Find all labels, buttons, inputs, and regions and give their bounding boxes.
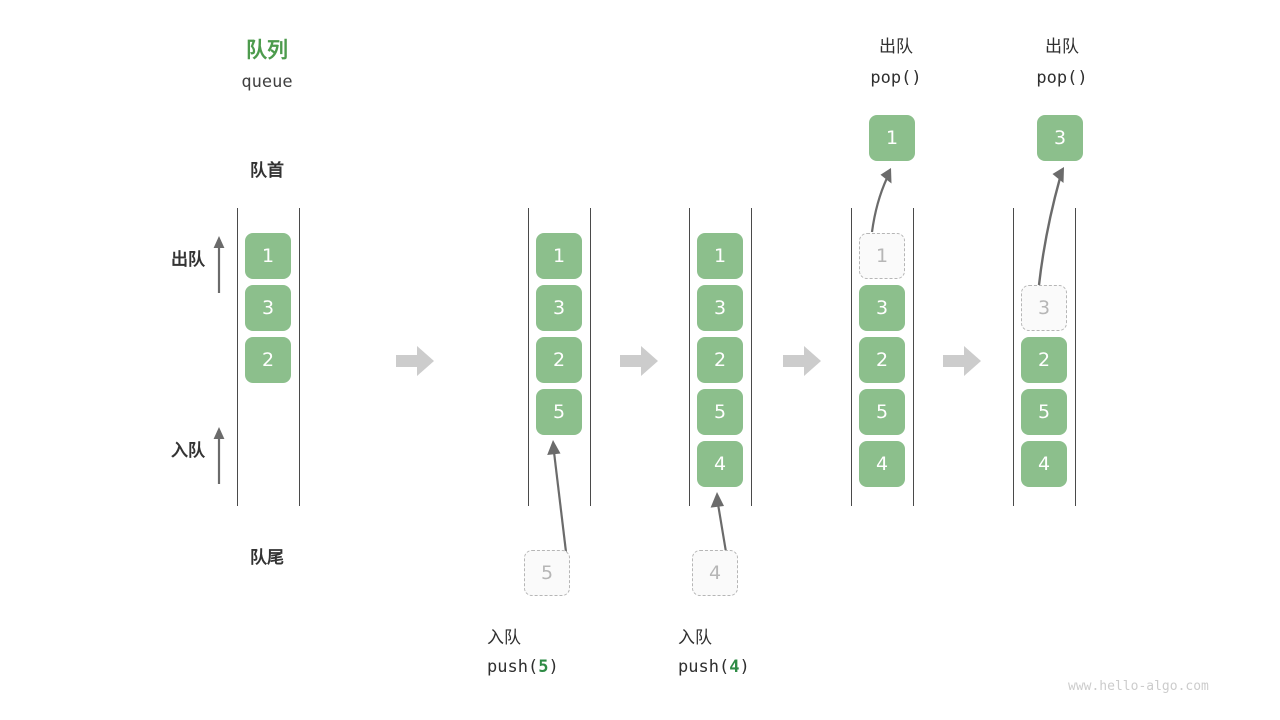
queue-rail-right xyxy=(751,208,752,506)
site-watermark: www.hello-algo.com xyxy=(1068,679,1209,694)
pop-3-label-cn: 出队 xyxy=(1045,37,1079,57)
push-4-arrow-icon xyxy=(710,492,728,553)
pop-3-popped-cell: 3 xyxy=(1037,115,1083,161)
push-4-code-arg: 4 xyxy=(729,657,740,677)
pop-1-code: pop() xyxy=(870,68,922,88)
rear-label: 队尾 xyxy=(250,548,284,568)
push-4-code: push(4) xyxy=(678,657,838,677)
queue-rail-left xyxy=(237,208,238,506)
push-5-code: push(5) xyxy=(487,657,647,677)
queue-cell-ghost: 3 xyxy=(1021,285,1067,331)
step-arrow-icon xyxy=(620,346,658,376)
push-4-code-suffix: ) xyxy=(739,657,750,677)
queue-rail-right xyxy=(299,208,300,506)
queue-cell: 3 xyxy=(697,285,743,331)
queue-rail-right xyxy=(590,208,591,506)
queue-cell: 2 xyxy=(1021,337,1067,383)
queue-rail-left xyxy=(689,208,690,506)
push-5-code-prefix: push( xyxy=(487,657,539,677)
front-label: 队首 xyxy=(250,161,284,181)
queue-cell: 1 xyxy=(536,233,582,279)
pop-3-arrow-icon xyxy=(1037,167,1064,286)
queue-title-cn: 队列 xyxy=(246,38,288,62)
enqueue-side-label: 入队 xyxy=(171,441,205,461)
queue-cell: 4 xyxy=(859,441,905,487)
queue-cell: 1 xyxy=(245,233,291,279)
queue-cell: 3 xyxy=(245,285,291,331)
push-5-code-arg: 5 xyxy=(538,657,549,677)
pop-1-popped-cell: 1 xyxy=(869,115,915,161)
dequeue-direction-arrow-icon xyxy=(213,236,225,293)
pop-1-label-cn: 出队 xyxy=(879,37,913,57)
push-4-label-cn: 入队 xyxy=(678,628,712,648)
queue-cell: 5 xyxy=(536,389,582,435)
queue-rail-left xyxy=(1013,208,1014,506)
push-5-arrow-icon xyxy=(547,440,568,553)
push-5-code-suffix: ) xyxy=(548,657,559,677)
queue-cell: 2 xyxy=(859,337,905,383)
dequeue-side-label: 出队 xyxy=(171,250,205,270)
push-5-label-cn: 入队 xyxy=(487,628,521,648)
push-4-ghost-cell: 4 xyxy=(692,550,738,596)
queue-cell: 5 xyxy=(859,389,905,435)
queue-cell: 2 xyxy=(245,337,291,383)
enqueue-direction-arrow-icon xyxy=(213,427,225,484)
queue-title-code: queue xyxy=(241,72,293,92)
queue-cell: 2 xyxy=(697,337,743,383)
step-arrow-icon xyxy=(396,346,434,376)
queue-cell: 2 xyxy=(536,337,582,383)
push-4-code-prefix: push( xyxy=(678,657,730,677)
queue-cell: 5 xyxy=(697,389,743,435)
queue-rail-right xyxy=(1075,208,1076,506)
queue-cell: 5 xyxy=(1021,389,1067,435)
queue-rail-left xyxy=(528,208,529,506)
step-arrow-icon xyxy=(783,346,821,376)
queue-rail-right xyxy=(913,208,914,506)
queue-cell: 4 xyxy=(1021,441,1067,487)
queue-cell: 4 xyxy=(697,441,743,487)
queue-cell: 3 xyxy=(536,285,582,331)
queue-cell: 3 xyxy=(859,285,905,331)
pop-3-code: pop() xyxy=(1036,68,1088,88)
queue-cell: 1 xyxy=(697,233,743,279)
step-arrow-icon xyxy=(943,346,981,376)
queue-cell-ghost: 1 xyxy=(859,233,905,279)
pop-1-arrow-icon xyxy=(870,168,892,233)
queue-rail-left xyxy=(851,208,852,506)
push-5-ghost-cell: 5 xyxy=(524,550,570,596)
